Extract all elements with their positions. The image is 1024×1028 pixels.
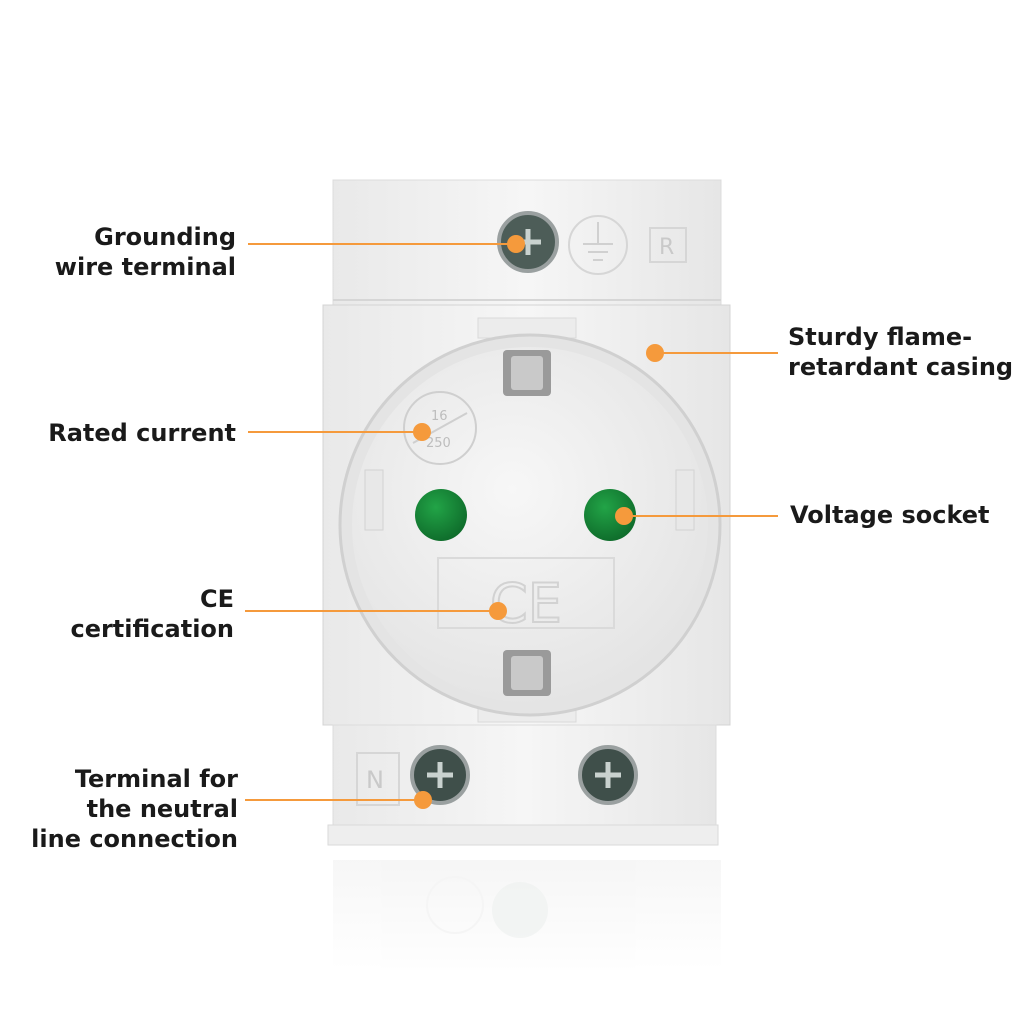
voltage-contact-right — [584, 489, 636, 541]
neutral-label-line2: the neutral — [86, 795, 238, 823]
grounding-label-line2: wire terminal — [54, 253, 236, 281]
rating-top-text: 16 — [431, 409, 448, 424]
neutral-label-line3: line connection — [31, 825, 238, 853]
r-letter: R — [659, 235, 674, 260]
neutral-callout-line — [245, 791, 432, 809]
n-letter: N — [366, 766, 384, 794]
grounding-label-line1: Grounding — [94, 223, 236, 251]
voltage-label-line1: Voltage socket — [790, 501, 990, 529]
ce-label: CE certification — [70, 584, 234, 644]
rating-bottom-text: 250 — [426, 436, 451, 451]
live-screw-icon — [578, 745, 638, 805]
earth-contact-bottom — [503, 650, 551, 696]
grounding-callout-line — [248, 235, 525, 253]
rated-current-callout-line — [248, 423, 431, 441]
n-terminal-mark: N — [356, 752, 400, 806]
ce-label-line2: certification — [70, 615, 234, 643]
ce-label-line1: CE — [199, 585, 234, 613]
casing-label-line1: Sturdy flame- — [788, 323, 973, 351]
casing-label-line2: retardant casing — [788, 353, 1014, 381]
neutral-screw-icon — [410, 745, 470, 805]
voltage-label: Voltage socket — [790, 500, 990, 530]
casing-callout-line — [646, 344, 778, 362]
grounding-label: Grounding wire terminal — [55, 222, 236, 282]
casing-label: Sturdy flame- retardant casing — [788, 322, 1013, 382]
ce-callout-line — [245, 602, 507, 620]
ground-screw-icon — [497, 211, 559, 273]
rated-current-label-line1: Rated current — [48, 419, 236, 447]
neutral-label-line1: Terminal for — [74, 765, 238, 793]
neutral-label: Terminal for the neutral line connection — [31, 764, 238, 854]
voltage-contact-left — [415, 489, 467, 541]
r-terminal-mark: R — [649, 227, 687, 263]
socket-reflection — [333, 860, 721, 970]
earth-symbol-icon — [568, 215, 628, 275]
rated-current-label: Rated current — [48, 418, 236, 448]
bottom-terminal-block — [327, 724, 719, 846]
earth-contact-top — [503, 350, 551, 396]
voltage-callout-line — [615, 507, 778, 525]
